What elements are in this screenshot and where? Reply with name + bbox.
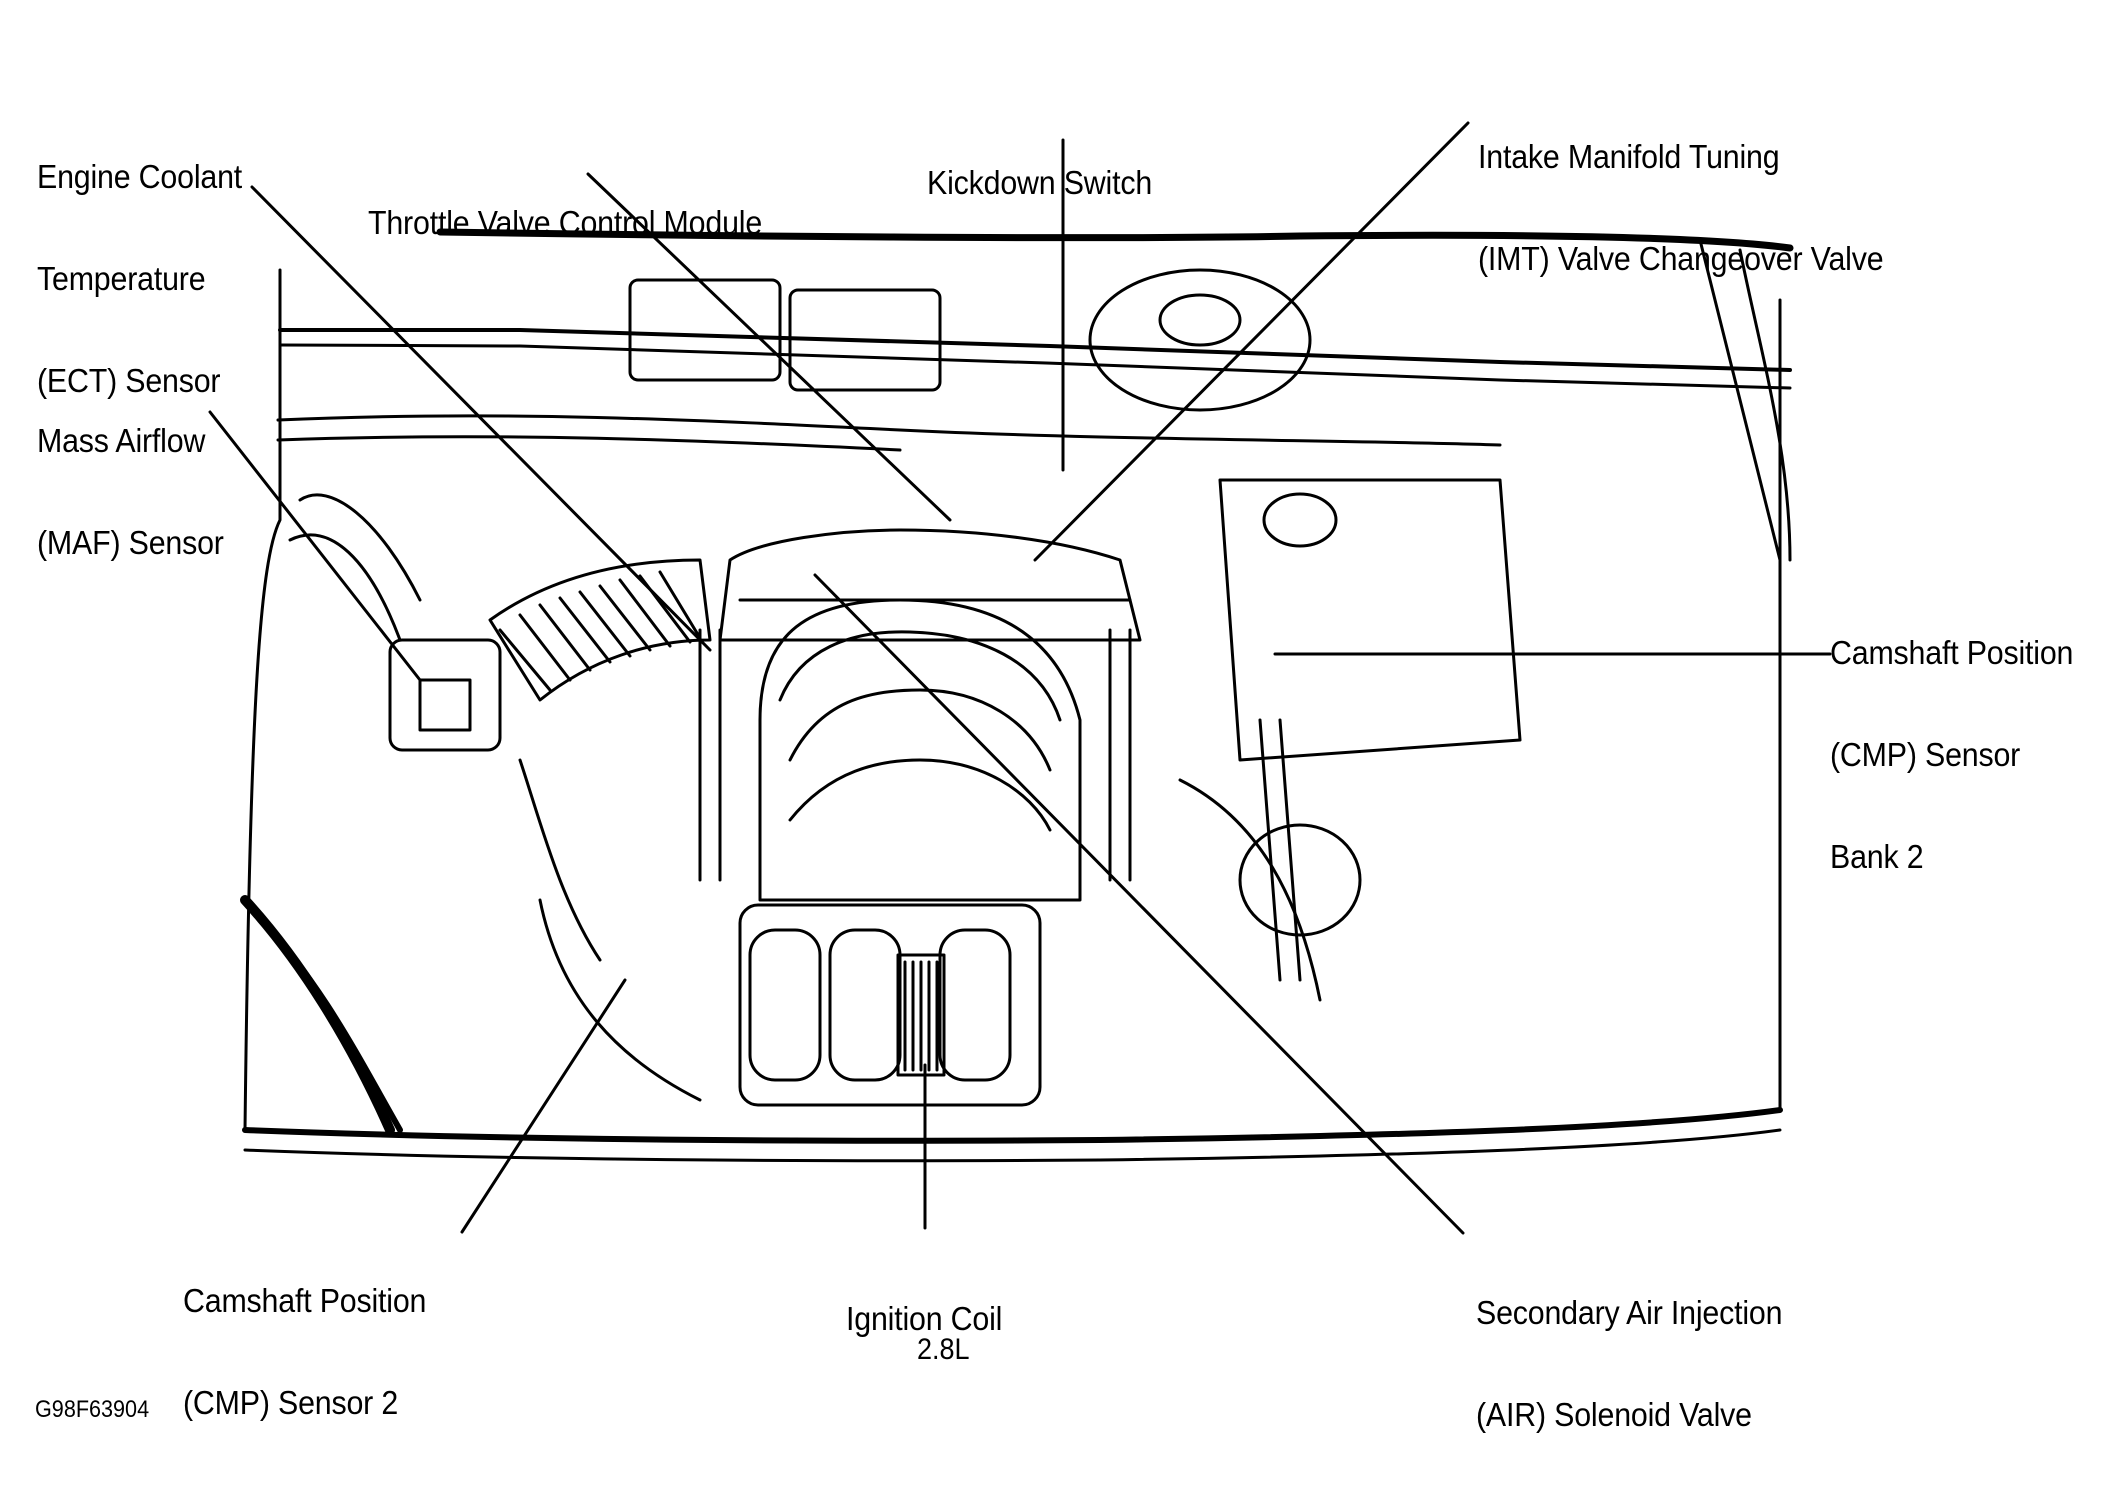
engine-block xyxy=(518,528,1322,1107)
label-tvcm-line1: Throttle Valve Control Module xyxy=(368,204,763,241)
label-cmp-bank2-line3: Bank 2 xyxy=(1830,838,1924,875)
leader-maf xyxy=(208,410,422,682)
label-air-line2: (AIR) Solenoid Valve xyxy=(1476,1396,1752,1433)
leader-imt xyxy=(1033,121,1470,562)
label-cmp-sensor-bank2: Camshaft Position (CMP) Sensor Bank 2 xyxy=(1830,568,2073,942)
reservoirs xyxy=(628,268,1522,937)
label-ect-line2: Temperature xyxy=(37,260,206,297)
intake-hose xyxy=(288,493,712,752)
engine-caption: 2.8L xyxy=(917,1333,970,1366)
leader-ect xyxy=(250,185,712,652)
label-ect-line3: (ECT) Sensor xyxy=(37,362,221,399)
label-maf-sensor: Mass Airflow (MAF) Sensor xyxy=(37,356,224,628)
label-cmp-sensor-2: Camshaft Position (CMP) Sensor 2 xyxy=(183,1216,426,1488)
label-ignition-coil: Ignition Coil xyxy=(846,1234,1002,1404)
leader-air xyxy=(813,573,1465,1235)
leader-cmp2 xyxy=(460,978,627,1234)
label-cmp2-line2: (CMP) Sensor 2 xyxy=(183,1384,399,1421)
leader-lines xyxy=(208,121,1832,1235)
label-throttle-valve-control-module: Throttle Valve Control Module xyxy=(368,138,762,308)
label-air-solenoid-valve: Secondary Air Injection (AIR) Solenoid V… xyxy=(1476,1228,1782,1500)
label-cmp-bank2-line2: (CMP) Sensor xyxy=(1830,736,2021,773)
label-ect-line1: Engine Coolant xyxy=(37,158,243,195)
label-kickdown-line1: Kickdown Switch xyxy=(927,164,1153,201)
label-ignition-line1: Ignition Coil xyxy=(846,1300,1003,1337)
engine-bay-outline xyxy=(240,228,1794,1163)
label-air-line1: Secondary Air Injection xyxy=(1476,1294,1783,1331)
label-imt-line1: Intake Manifold Tuning xyxy=(1478,138,1780,175)
label-imt-line2: (IMT) Valve Changeover Valve xyxy=(1478,240,1884,277)
leader-tvcm xyxy=(586,172,952,522)
label-maf-line2: (MAF) Sensor xyxy=(37,524,224,561)
label-imt-valve: Intake Manifold Tuning (IMT) Valve Chang… xyxy=(1478,72,1884,344)
label-kickdown-switch: Kickdown Switch xyxy=(927,98,1152,268)
label-cmp2-line1: Camshaft Position xyxy=(183,1282,427,1319)
label-maf-line1: Mass Airflow xyxy=(37,422,206,459)
figure-id: G98F63904 xyxy=(35,1396,150,1423)
label-ect: Engine Coolant Temperature (ECT) Sensor xyxy=(37,92,242,466)
label-cmp-bank2-line1: Camshaft Position xyxy=(1830,634,2074,671)
